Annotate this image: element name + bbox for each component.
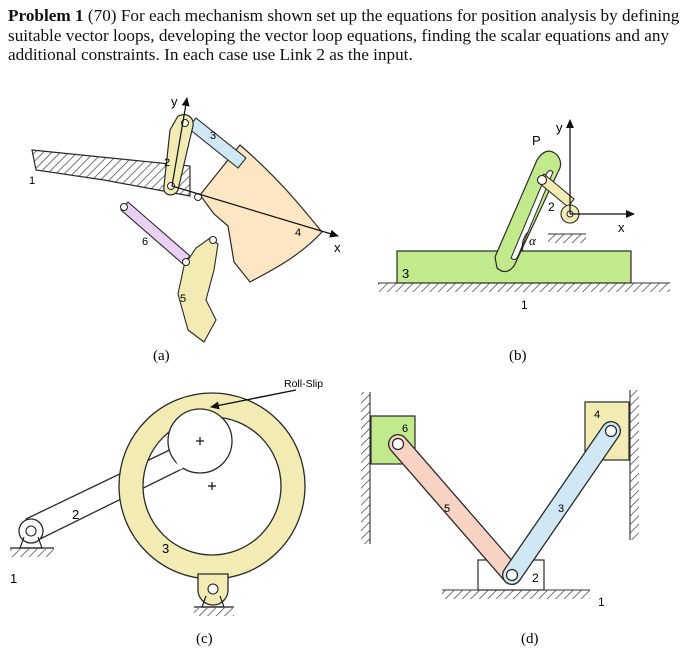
fig-d-pin bbox=[391, 437, 405, 451]
fig-d-link-5 bbox=[389, 435, 521, 584]
fig-a-link-label: 3 bbox=[210, 130, 216, 142]
fig-b-link-2-crank bbox=[537, 173, 575, 208]
fig-c-link-label: 1 bbox=[10, 571, 17, 586]
fig-c-link-2-crank bbox=[25, 444, 191, 542]
problem-points: (70) bbox=[87, 6, 117, 25]
problem-statement: Problem 1 (70) For each mechanism shown … bbox=[8, 6, 694, 65]
fig-b-angle-arc bbox=[521, 231, 529, 252]
fig-a-x-axis bbox=[171, 185, 339, 238]
fig-d-link-label: 3 bbox=[558, 503, 564, 515]
fig-c-bottom-hatch bbox=[194, 608, 234, 616]
fig-c-link-label: 2 bbox=[72, 507, 79, 522]
fig-a-link-label: 6 bbox=[142, 236, 148, 248]
fig-d-ground-hatch bbox=[442, 590, 590, 599]
fig-d-pin bbox=[604, 424, 618, 438]
fig-c-caption: (c) bbox=[196, 631, 213, 647]
figure-d: 1 2 3 4 5 6 (d) bbox=[361, 390, 639, 647]
fig-d-link-label: 2 bbox=[532, 571, 539, 585]
fig-b-caption: (b) bbox=[509, 348, 527, 364]
fig-a-x-label: x bbox=[334, 240, 341, 255]
fig-b-link-label: 3 bbox=[402, 266, 409, 281]
fig-a-y-label: y bbox=[171, 94, 178, 109]
fig-a-link-label: 2 bbox=[164, 157, 170, 169]
fig-a-link-3 bbox=[187, 117, 247, 169]
fig-c-bottom-pin bbox=[207, 583, 219, 595]
figure-c: Roll-Slip 1 2 3 (c) bbox=[10, 378, 323, 647]
fig-d-pin bbox=[505, 568, 519, 582]
fig-a-pin bbox=[120, 203, 128, 211]
fig-d-link-3 bbox=[503, 422, 620, 584]
fig-b-x-label: x bbox=[618, 220, 625, 235]
fig-b-link-label: 2 bbox=[548, 200, 555, 214]
fig-a-link-6 bbox=[120, 201, 191, 265]
fig-b-angle-label: α bbox=[529, 233, 537, 248]
fig-a-link-2 bbox=[163, 114, 194, 196]
problem-body: For each mechanism shown set up the equa… bbox=[8, 6, 680, 64]
fig-d-link-label: 4 bbox=[594, 409, 600, 421]
fig-c-ground-pin bbox=[25, 525, 37, 537]
fig-a-link-4-bucket bbox=[199, 144, 323, 283]
fig-d-link-label: 6 bbox=[402, 423, 408, 435]
fig-c-disk-center bbox=[196, 437, 204, 445]
fig-d-right-wall-hatch bbox=[630, 390, 639, 540]
fig-b-y-label: y bbox=[556, 120, 563, 135]
fig-c-link-label: 3 bbox=[162, 541, 169, 556]
fig-d-caption: (d) bbox=[521, 631, 539, 647]
fig-b-link-label: 1 bbox=[521, 298, 528, 312]
fig-b-slider-pin bbox=[536, 174, 548, 186]
fig-b-slot bbox=[510, 170, 554, 261]
figure-b: y x P α 1 2 3 (b) bbox=[378, 119, 670, 364]
fig-a-pin bbox=[209, 236, 217, 244]
fig-c-crank-neck bbox=[170, 440, 194, 470]
fig-a-link-label: 5 bbox=[180, 293, 186, 305]
fig-a-caption: (a) bbox=[153, 348, 170, 364]
fig-a-y-axis bbox=[171, 97, 190, 187]
fig-d-link-label: 1 bbox=[598, 595, 605, 609]
figure-a: y x 1 2 3 4 5 6 (a) bbox=[29, 94, 341, 364]
fig-b-ground bbox=[378, 283, 670, 292]
fig-c-callout-arrow bbox=[210, 389, 297, 410]
fig-a-link-label: 4 bbox=[295, 227, 301, 239]
problem-heading: Problem 1 bbox=[8, 6, 84, 25]
fig-c-left-hatch bbox=[10, 549, 54, 557]
fig-a-link-label: 1 bbox=[29, 175, 35, 187]
fig-a-link-1-ground bbox=[31, 149, 191, 197]
fig-a-pin bbox=[182, 258, 190, 266]
fig-c-ring-center bbox=[208, 482, 216, 490]
fig-b-point-label: P bbox=[532, 133, 541, 148]
fig-c-callout-label: Roll-Slip bbox=[284, 378, 323, 390]
fig-d-left-wall-hatch bbox=[361, 392, 370, 544]
fig-b-pivot-base bbox=[548, 234, 586, 243]
fig-d-link-label: 5 bbox=[444, 503, 450, 515]
